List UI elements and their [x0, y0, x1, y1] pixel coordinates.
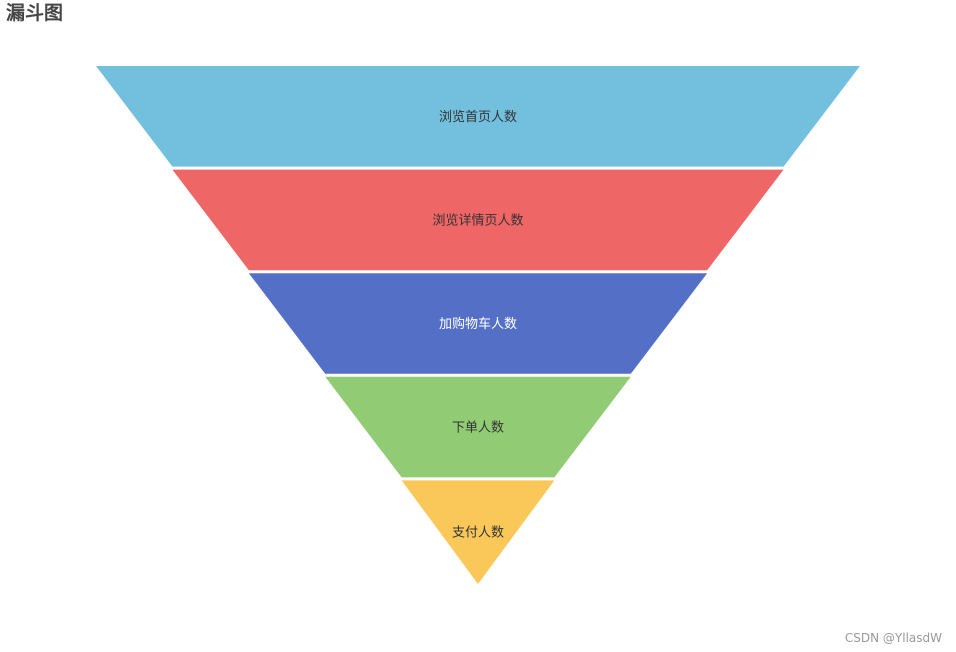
funnel-label-2: 浏览详情页人数: [432, 212, 523, 228]
funnel-slice-3[interactable]: [248, 273, 708, 374]
funnel-label-5: 支付人数: [452, 526, 504, 541]
funnel-label-3: 加购物车人数: [439, 316, 517, 332]
funnel-slice-2[interactable]: [172, 169, 784, 271]
funnel-slice-4[interactable]: [325, 376, 631, 478]
watermark: CSDN @YllasdW: [844, 631, 942, 645]
funnel-slice-5[interactable]: [401, 480, 555, 584]
chart-title: 漏斗图: [6, 2, 64, 24]
funnel-slice-1[interactable]: [96, 66, 860, 167]
funnel-label-4: 下单人数: [452, 421, 504, 436]
funnel-label-1: 浏览首页人数: [439, 109, 517, 125]
